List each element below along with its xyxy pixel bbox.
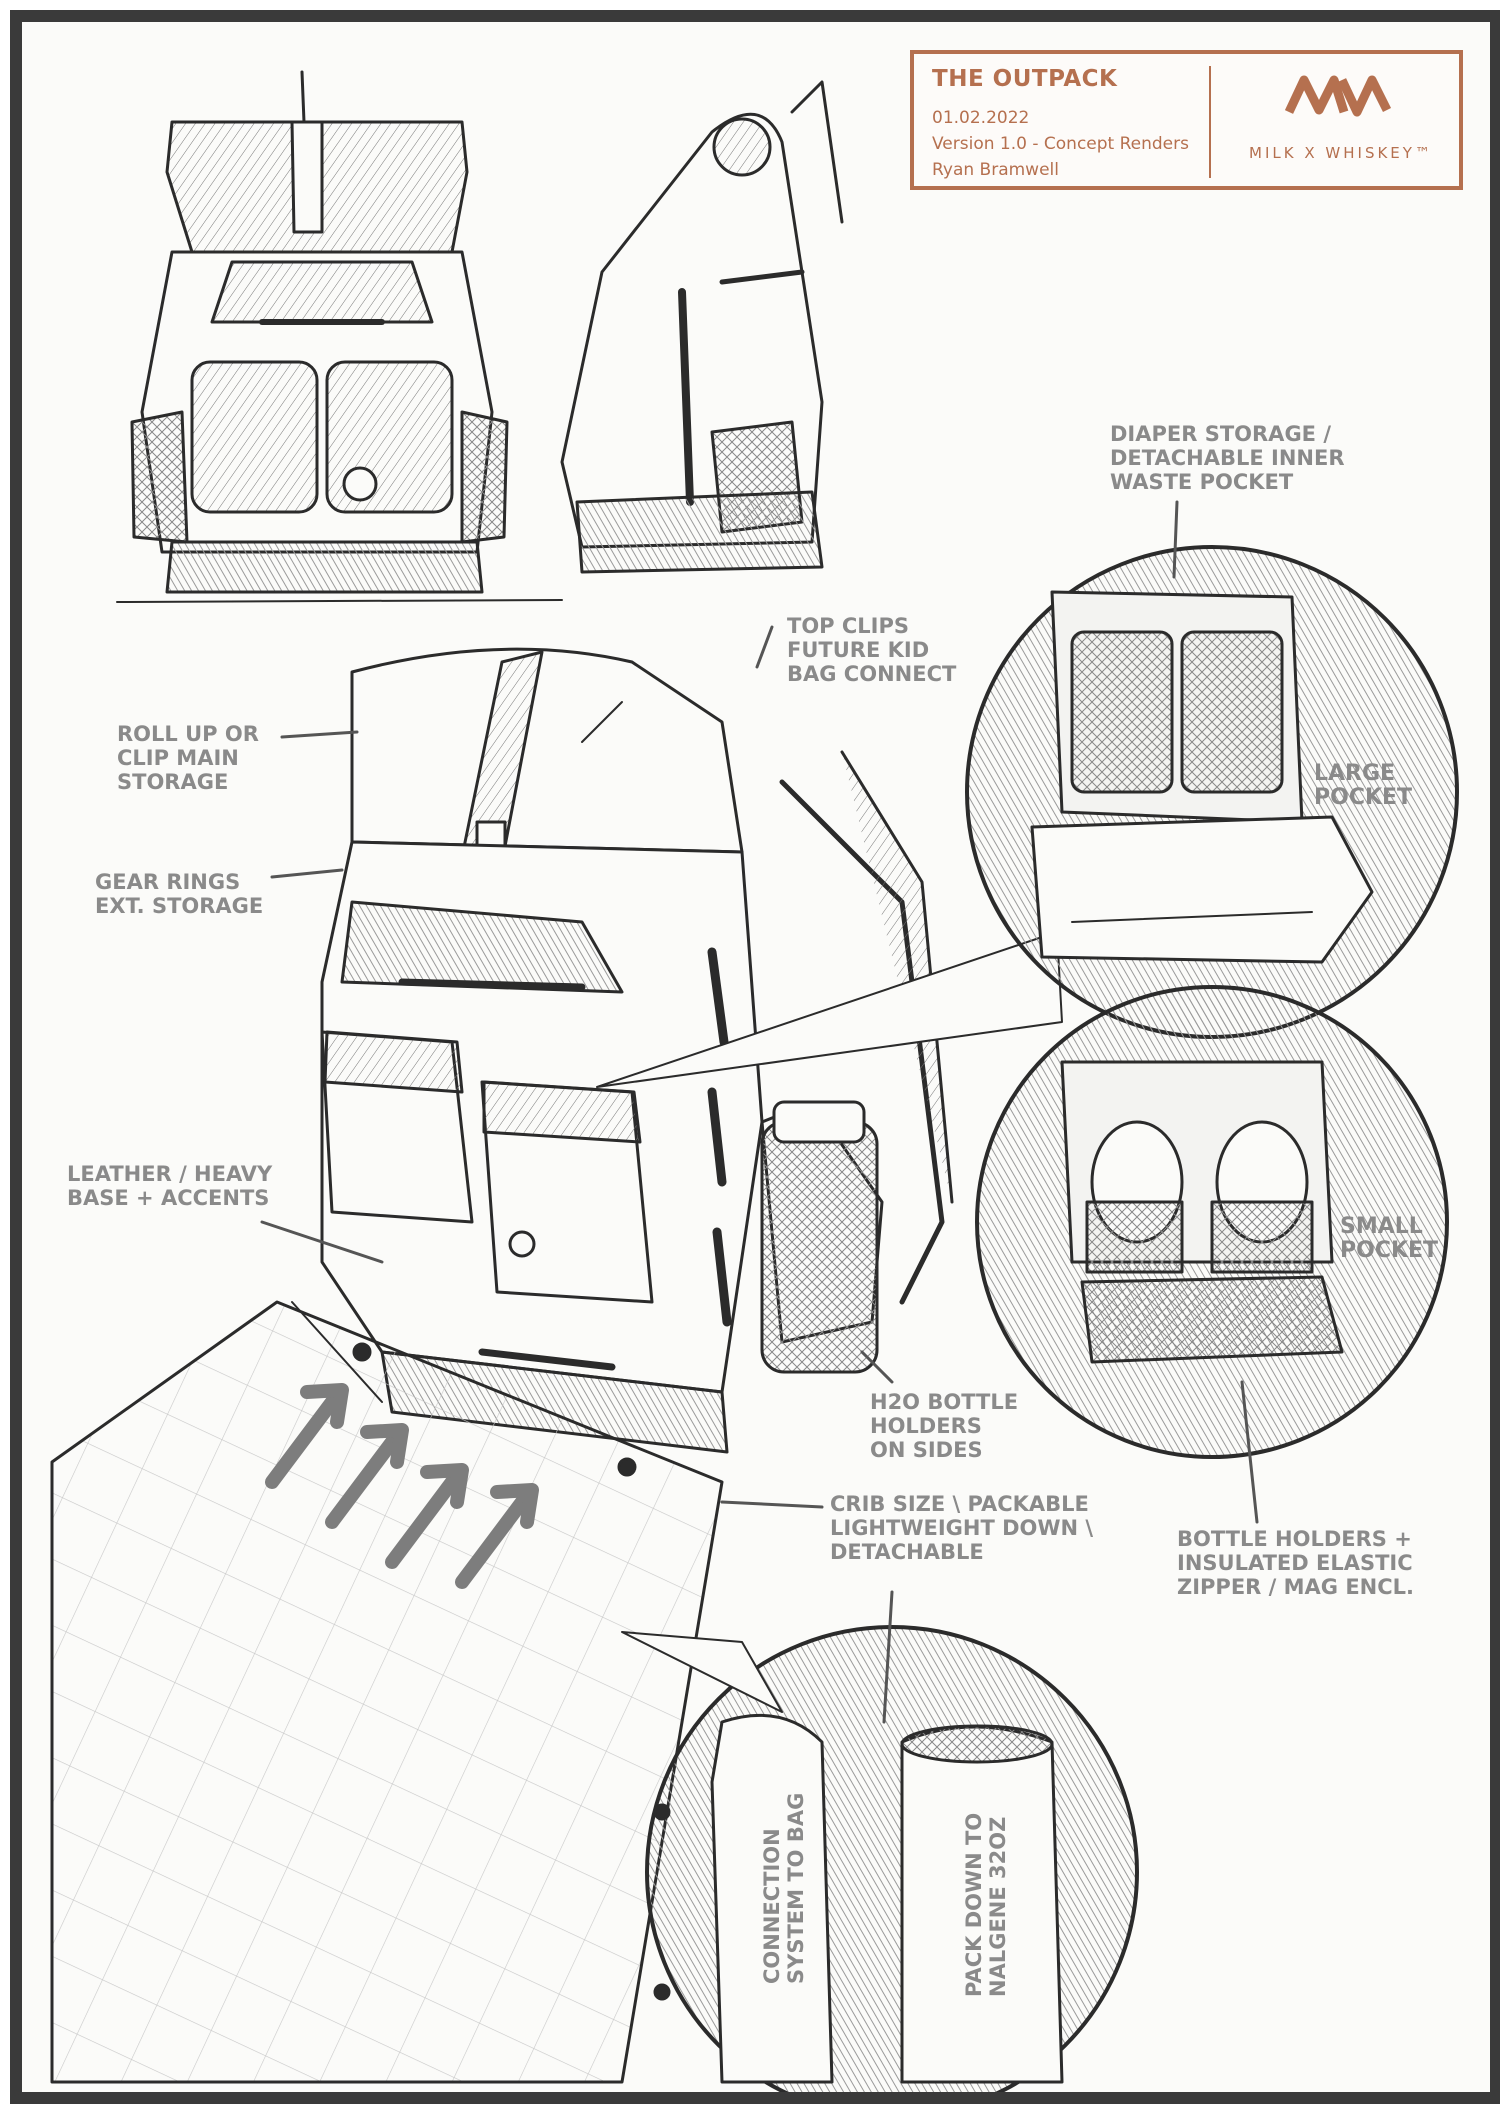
note-bottle-holders: BOTTLE HOLDERS + INSULATED ELASTIC ZIPPE… (1177, 1527, 1415, 1599)
note-leather-base: LEATHER / HEAVY BASE + ACCENTS (67, 1162, 273, 1210)
project-author: Ryan Bramwell (932, 160, 1059, 180)
note-large-pocket: LARGE POCKET (1314, 761, 1413, 810)
direction-arrows (265, 1383, 539, 1589)
note-small-pocket: SMALL POCKET (1340, 1214, 1439, 1263)
blanket-sketch (50, 1300, 724, 2084)
large-pocket-detail (965, 545, 1459, 1039)
note-h2o-bottle: H2O BOTTLE HOLDERS ON SIDES (870, 1390, 1019, 1462)
project-version: Version 1.0 - Concept Renders (932, 134, 1189, 154)
small-pocket-detail (975, 985, 1449, 1524)
note-diaper-storage: DIAPER STORAGE / DETACHABLE INNER WASTE … (1110, 422, 1345, 494)
project-date: 01.02.2022 (932, 108, 1030, 128)
side-view-sketch (560, 80, 844, 574)
note-top-clips: TOP CLIPS FUTURE KID BAG CONNECT (787, 614, 957, 686)
title-block-divider (1209, 66, 1211, 178)
project-title: THE OUTPACK (932, 66, 1118, 92)
main-backpack-sketch (320, 647, 954, 1454)
brand-name: MILK X WHISKEY™ (1249, 144, 1433, 162)
brand-logo-icon (1284, 75, 1392, 117)
title-block: THE OUTPACK 01.02.2022 Version 1.0 - Con… (910, 50, 1463, 190)
note-crib-size: CRIB SIZE \ PACKABLE LIGHTWEIGHT DOWN \ … (830, 1492, 1094, 1564)
note-gear-rings: GEAR RINGS EXT. STORAGE (95, 870, 264, 918)
note-connection-system: CONNECTION SYSTEM TO BAG (760, 1792, 808, 1984)
concept-sketch (50, 70, 1459, 2092)
packed-blanket-detail (621, 1590, 1139, 2092)
drawing-sheet: THE OUTPACK 01.02.2022 Version 1.0 - Con… (10, 10, 1500, 2104)
front-view-sketch (116, 70, 563, 603)
note-pack-down: PACK DOWN TO NALGENE 32OZ (962, 1812, 1010, 1997)
leader-lines (260, 500, 1179, 1509)
note-roll-up: ROLL UP OR CLIP MAIN STORAGE (117, 722, 259, 794)
